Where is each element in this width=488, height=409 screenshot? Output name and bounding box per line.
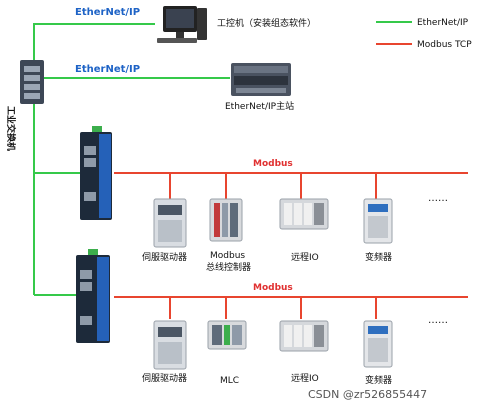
row1-modbus-controller: Modbus 总线控制器 <box>206 198 251 273</box>
modbus-gateway-1 <box>80 126 112 220</box>
watermark: CSDN @zr526855447 <box>308 388 427 401</box>
row1-remote-io-label: 远程IO <box>291 252 319 263</box>
pc-label: 工控机（安装组态软件） <box>217 17 316 29</box>
row2-mlc-label: MLC <box>220 376 239 386</box>
row1-controller-label-2: 总线控制器 <box>206 261 251 273</box>
legend-modbus-label: Modbus TCP <box>417 40 472 50</box>
ethernet-label-top: EtherNet/IP <box>75 7 140 18</box>
pc-tower-icon <box>197 8 207 40</box>
legend: EtherNet/IP Modbus TCP <box>376 18 472 50</box>
row1-vfd-label: 变频器 <box>365 251 392 263</box>
ethernet-lines <box>33 23 230 296</box>
switch-label: 工业交换机 <box>5 106 17 151</box>
modbus-lines <box>114 172 468 319</box>
row1-vfd: 变频器 <box>363 198 393 263</box>
row1-servo-label: 伺服驱动器 <box>142 251 187 263</box>
row2-remote-io: 远程IO <box>279 320 329 384</box>
row2-servo-label: 伺服驱动器 <box>142 372 187 384</box>
ethernet-label-master: EtherNet/IP <box>75 64 140 75</box>
modbus-bus-2-label: Modbus <box>253 283 293 293</box>
ethernet-ip-master: EtherNet/IP主站 <box>225 63 294 112</box>
row1-ellipsis: …… <box>428 193 448 204</box>
row2-ellipsis: …… <box>428 315 448 326</box>
row1-servo-drive: 伺服驱动器 <box>142 198 187 263</box>
ethernet-link-pc <box>33 23 155 62</box>
master-label: EtherNet/IP主站 <box>225 100 294 112</box>
row1-controller-label-1: Modbus <box>210 251 245 261</box>
row2-mlc: MLC <box>207 320 247 386</box>
modbus-bus-1-label: Modbus <box>253 159 293 169</box>
keyboard-icon <box>157 38 197 43</box>
legend-ethernet-label: EtherNet/IP <box>417 18 469 28</box>
row2-vfd-label: 变频器 <box>365 374 392 386</box>
industrial-switch: 工业交换机 <box>5 60 44 151</box>
row2-vfd: 变频器 <box>363 320 393 386</box>
modbus-gateway-2 <box>76 249 110 343</box>
row2-servo-drive: 伺服驱动器 <box>142 320 187 384</box>
industrial-pc: 工控机（安装组态软件） <box>157 6 316 43</box>
row2-remote-io-label: 远程IO <box>291 373 319 384</box>
row1-remote-io: 远程IO <box>279 198 329 263</box>
